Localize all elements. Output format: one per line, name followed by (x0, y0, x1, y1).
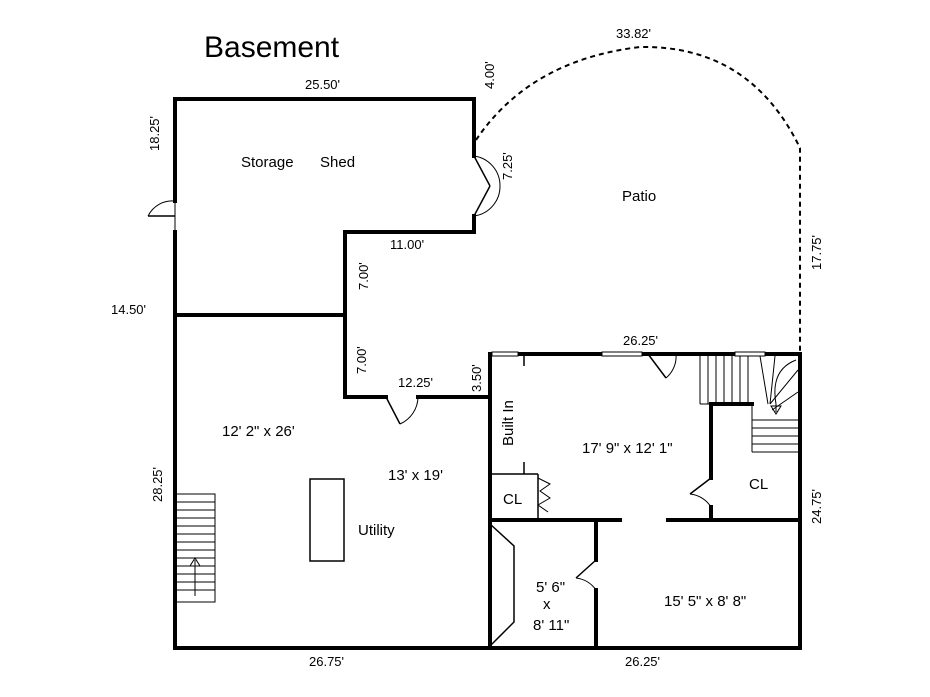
label-utility-size: 13' x 19' (388, 467, 443, 484)
family-patio-door[interactable] (647, 353, 677, 379)
dim-notch-small: 3.50' (469, 364, 484, 392)
right-stairs (699, 355, 799, 453)
label-left-room-size: 12' 2" x 26' (222, 423, 295, 440)
label-utility: Utility (358, 522, 395, 539)
shed-patio-door[interactable] (473, 155, 501, 217)
label-bath-x: x (543, 596, 551, 613)
dim-shed-door-side: 7.25' (500, 152, 515, 180)
window-mid (601, 351, 643, 357)
label-built-in: Built In (500, 400, 517, 446)
dim-shed-left: 18.25' (147, 116, 162, 151)
window-right (734, 351, 766, 357)
label-closet-left: CL (503, 491, 522, 508)
label-patio: Patio (622, 188, 656, 205)
dim-step-upper: 7.00' (356, 262, 371, 290)
utility-door[interactable] (385, 396, 419, 425)
dim-patio-arc: 33.82' (616, 26, 651, 41)
plan-title: Basement (204, 31, 340, 64)
closet-right-door[interactable] (689, 477, 712, 508)
dim-family-top: 26.25' (623, 333, 658, 348)
dim-patio-right: 17.75' (809, 235, 824, 270)
label-shed: Shed (320, 154, 355, 171)
dim-bottom-left: 26.75' (309, 654, 344, 669)
dim-left-mid: 14.50' (111, 302, 146, 317)
left-exterior-door[interactable] (147, 200, 176, 232)
window-left (491, 351, 519, 357)
bath-door[interactable] (575, 559, 597, 591)
dim-left-lower: 28.25' (150, 467, 165, 502)
bath-fixture (489, 522, 515, 648)
label-bedroom-size: 15' 5" x 8' 8" (664, 593, 746, 610)
label-bath-depth: 8' 11" (533, 617, 569, 634)
closet-left-door[interactable] (537, 477, 551, 513)
dim-step-lower: 7.00' (354, 346, 369, 374)
label-storage: Storage (241, 154, 294, 171)
label-family-size: 17' 9" x 12' 1" (582, 440, 673, 457)
dim-shed-top: 25.50' (305, 77, 340, 92)
label-bath-width: 5' 6" (536, 579, 565, 596)
label-closet-right: CL (749, 476, 768, 493)
dim-bottom-right: 26.25' (625, 654, 660, 669)
dim-right-lower: 24.75' (809, 489, 824, 524)
dim-patio-notch: 4.00' (482, 61, 497, 89)
left-stairs (174, 493, 216, 603)
dim-shed-step: 11.00' (390, 237, 424, 252)
utility-furnace (309, 478, 345, 562)
dim-step-bottom: 12.25' (398, 375, 433, 390)
